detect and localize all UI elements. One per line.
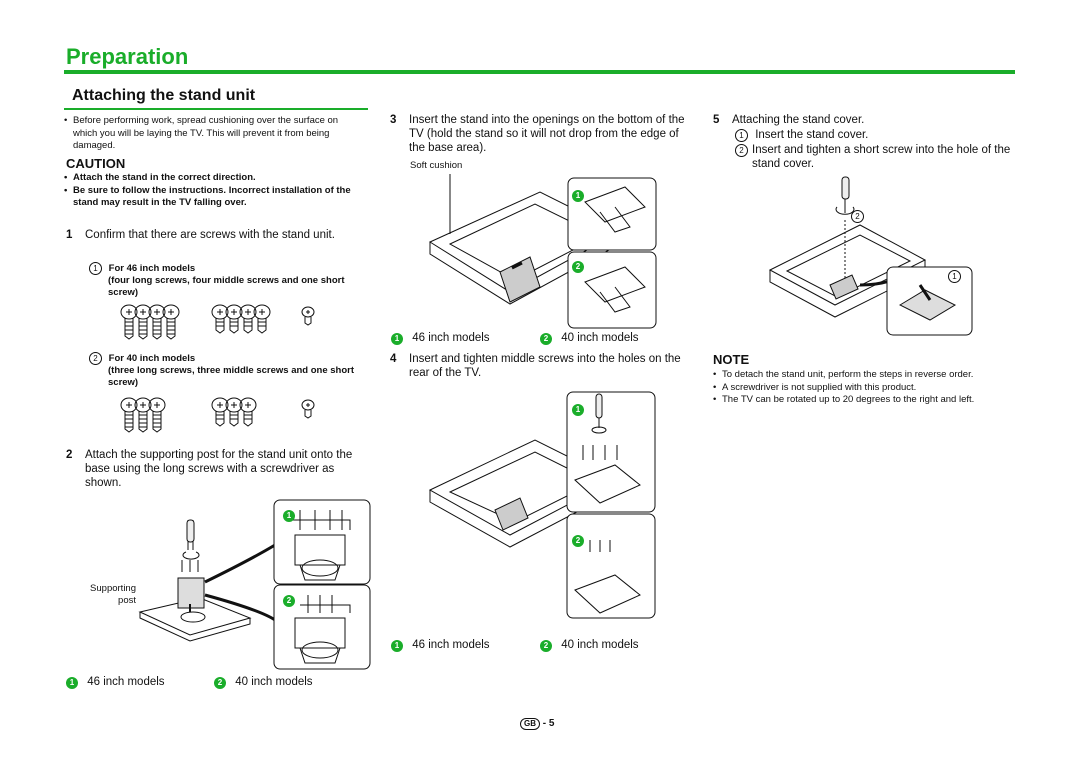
figure-marker: 1 (572, 399, 584, 417)
supporting-post-label: Supporting post (90, 583, 136, 606)
marker-46: 1 (572, 404, 584, 416)
caution-item: Attach the stand in the correct directio… (64, 172, 364, 185)
caption-text: 40 inch models (561, 332, 639, 344)
screws-46-illustration (120, 304, 315, 340)
intro-list: Before performing work, spread cushionin… (64, 115, 354, 153)
circled-number: 2 (851, 210, 864, 223)
soft-cushion-label: Soft cushion (410, 160, 463, 171)
step-number: 5 (713, 114, 720, 126)
sub-detail: (three long screws, three middle screws … (108, 365, 355, 388)
step-number: 4 (390, 353, 397, 365)
section-divider (64, 108, 368, 110)
caption-46: 1 46 inch models (391, 639, 490, 652)
caption-text: 46 inch models (412, 639, 490, 651)
marker-40: 2 (572, 261, 584, 273)
figure-marker: 2 (851, 210, 868, 223)
caption-46: 1 46 inch models (391, 332, 490, 345)
note-item: To detach the stand unit, perform the st… (713, 369, 1013, 382)
caption-marker: 2 (540, 333, 552, 345)
step-4: 4 Insert and tighten middle screws into … (390, 352, 690, 380)
insert-stand-illustration (428, 174, 657, 329)
step-text: Attach the supporting post for the stand… (85, 449, 353, 489)
step-text: Insert and tighten middle screws into th… (409, 353, 681, 379)
stand-cover-illustration (768, 176, 973, 336)
step-3: 3 Insert the stand into the openings on … (390, 113, 690, 155)
caption-text: 40 inch models (235, 676, 313, 688)
step-5: 5 Attaching the stand cover. (713, 113, 1013, 127)
caption-46: 1 46 inch models (66, 676, 165, 689)
page-title: Preparation (66, 44, 189, 69)
page-number: GB - 5 (520, 718, 554, 730)
step-text: Confirm that there are screws with the s… (85, 229, 335, 241)
note-list: To detach the stand unit, perform the st… (713, 369, 1013, 407)
marker-46: 1 (572, 190, 584, 202)
section-title: Attaching the stand unit (72, 87, 256, 104)
figure-marker: 2 (283, 590, 295, 608)
figure-marker: 1 (948, 270, 965, 283)
supporting-post-illustration (138, 499, 371, 670)
marker-40: 2 (572, 535, 584, 547)
figure-marker: 2 (572, 256, 584, 274)
circled-number: 2 (89, 352, 102, 365)
step-number: 1 (66, 229, 73, 241)
figure-marker: 1 (283, 505, 295, 523)
caption-marker: 2 (540, 640, 552, 652)
marker-40: 2 (283, 595, 295, 607)
marker-46: 1 (283, 510, 295, 522)
caption-text: 46 inch models (412, 332, 490, 344)
step-number: 3 (390, 114, 397, 126)
step5-sub1: 1 Insert the stand cover. (735, 128, 1015, 142)
caution-list: Attach the stand in the correct directio… (64, 172, 364, 210)
circled-number: 1 (948, 270, 961, 283)
sub-title: For 46 inch models (108, 263, 196, 274)
page-number-text: - 5 (542, 718, 555, 729)
step-1: 1 Confirm that there are screws with the… (66, 228, 356, 242)
caption-40: 2 40 inch models (540, 639, 639, 652)
caution-item: Be sure to follow the instructions. Inco… (64, 185, 364, 210)
caption-marker: 1 (66, 677, 78, 689)
caution-heading: CAUTION (66, 156, 126, 171)
figure-marker: 1 (572, 185, 584, 203)
caption-text: 46 inch models (87, 676, 165, 688)
screws-40-illustration (120, 397, 315, 433)
step-text: Insert the stand into the openings on th… (409, 114, 685, 154)
step-text: Attaching the stand cover. (732, 114, 865, 126)
caption-marker: 1 (391, 640, 403, 652)
note-heading: NOTE (713, 352, 750, 367)
title-divider (64, 70, 1015, 74)
sub-text: Insert the stand cover. (755, 129, 869, 141)
step1-sub1: 1 For 46 inch models (four long screws, … (89, 262, 369, 299)
circled-number: 1 (89, 262, 102, 275)
caption-40: 2 40 inch models (214, 676, 313, 689)
circled-number: 2 (735, 144, 748, 157)
sub-detail: (four long screws, four middle screws an… (108, 275, 345, 298)
caption-marker: 1 (391, 333, 403, 345)
caption-text: 40 inch models (561, 639, 639, 651)
figure-marker: 2 (572, 530, 584, 548)
region-badge: GB (520, 718, 540, 730)
step-2: 2 Attach the supporting post for the sta… (66, 448, 356, 490)
sub-title: For 40 inch models (108, 353, 196, 364)
step1-sub2: 2 For 40 inch models (three long screws,… (89, 352, 369, 389)
circled-number: 1 (735, 129, 748, 142)
step-number: 2 (66, 449, 73, 461)
intro-bullet: Before performing work, spread cushionin… (64, 115, 354, 153)
sub-text: Insert and tighten a short screw into th… (752, 144, 1011, 170)
note-item: A screwdriver is not supplied with this … (713, 382, 1013, 395)
caption-40: 2 40 inch models (540, 332, 639, 345)
note-item: The TV can be rotated up to 20 degrees t… (713, 394, 1013, 407)
caption-marker: 2 (214, 677, 226, 689)
tighten-screws-illustration (428, 391, 656, 619)
step5-sub2: 2 Insert and tighten a short screw into … (735, 143, 1015, 171)
